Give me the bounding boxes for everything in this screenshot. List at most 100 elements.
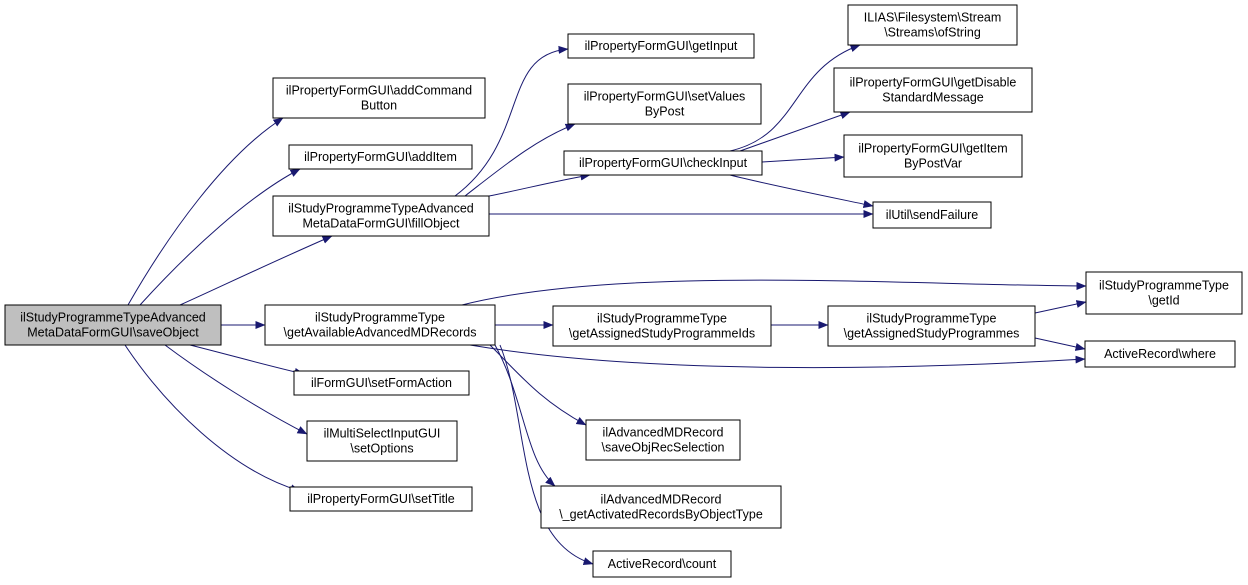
edge-root-to-add-item [139,168,301,306]
node-label-line: ilPropertyFormGUI\addCommand [286,84,472,98]
node-streams-of-string[interactable]: ILIAS\Filesystem\Stream\Streams\ofString [847,4,1018,46]
node-box [288,144,473,170]
node-label-line: ilFormGUI\setFormAction [311,376,452,390]
node-check-input[interactable]: ilPropertyFormGUI\checkInput [563,150,763,176]
node-box [293,370,470,396]
node-box [272,77,486,119]
node-label-line: \getAvailableAdvancedMDRecords [284,326,477,340]
node-box [1084,340,1236,368]
edge-root-to-set-form-action [189,344,305,376]
node-label-line: ilStudyProgrammeType [867,312,997,326]
edge-check-input-to-get-item-by-post-var [761,153,845,163]
node-label-line: MetaDataFormGUI\saveObject [27,326,199,340]
node-box [827,305,1036,347]
node-label-line: ilStudyProgrammeType [597,312,727,326]
node-set-options[interactable]: ilMultiSelectInputGUI\setOptions [306,420,458,462]
node-label-line: StandardMessage [882,91,984,105]
node-box [306,420,458,462]
node-label-line: \setOptions [350,442,413,456]
edge-get-assigned-programmes-to-active-record-where [1034,337,1086,351]
edge-get-available-records-to-active-record-where [469,344,1086,369]
node-label-line: \getAssignedStudyProgrammeIds [569,327,755,341]
edges-layer [124,44,1087,566]
node-box [833,67,1033,113]
node-get-assigned-programmes[interactable]: ilStudyProgrammeType\getAssignedStudyPro… [827,305,1036,347]
node-label-line: Button [361,99,397,113]
node-label-line: ilPropertyFormGUI\checkInput [579,156,748,170]
edge-get-available-records-to-get-id [461,279,1087,306]
edge-root-to-set-options [164,344,308,435]
node-get-available-records[interactable]: ilStudyProgrammeType\getAvailableAdvance… [264,304,496,346]
node-box [4,304,222,346]
node-label-line: ilAdvancedMDRecord [603,426,724,440]
node-box [567,33,755,59]
node-label-line: ilPropertyFormGUI\getInput [585,39,738,53]
node-get-assigned-ids[interactable]: ilStudyProgrammeType\getAssignedStudyPro… [552,305,772,347]
node-box [552,305,772,347]
node-box [563,150,763,176]
edge-root-to-set-title [124,344,301,493]
node-box [289,486,473,512]
node-save-obj-rec-selection[interactable]: ilAdvancedMDRecord\saveObjRecSelection [585,419,741,461]
node-label-line: ilStudyProgrammeTypeAdvanced [20,311,206,325]
node-label-line: ilStudyProgrammeType [1099,279,1229,293]
nodes-layer: ilStudyProgrammeTypeAdvancedMetaDataForm… [4,4,1243,578]
node-label-line: ilUtil\sendFailure [886,208,978,222]
node-box [592,550,732,578]
edge-get-assigned-programmes-to-get-id [1034,300,1087,314]
node-get-input[interactable]: ilPropertyFormGUI\getInput [567,33,755,59]
node-set-title[interactable]: ilPropertyFormGUI\setTitle [289,486,473,512]
node-label-line: ActiveRecord\count [608,557,717,571]
node-label-line: \_getActivatedRecordsByObjectType [559,508,763,522]
edge-check-input-to-send-failure [729,174,874,208]
node-label-line: ilPropertyFormGUI\getDisable [850,76,1017,90]
node-box [872,201,992,229]
node-label-line: ilStudyProgrammeType [315,311,445,325]
node-add-item[interactable]: ilPropertyFormGUI\addItem [288,144,473,170]
node-label-line: ILIAS\Filesystem\Stream [864,11,1002,25]
node-label-line: MetaDataFormGUI\fillObject [303,217,461,231]
edge-root-to-fill-object [179,235,333,306]
node-label-line: ilAdvancedMDRecord [601,493,722,507]
node-active-record-where[interactable]: ActiveRecord\where [1084,340,1236,368]
node-box [567,83,762,125]
node-active-record-count[interactable]: ActiveRecord\count [592,550,732,578]
node-set-form-action[interactable]: ilFormGUI\setFormAction [293,370,470,396]
edge-fill-object-to-set-values-by-post [464,123,576,197]
node-label-line: \Streams\ofString [884,26,981,40]
node-label-line: \saveObjRecSelection [602,441,725,455]
node-box [585,419,741,461]
edge-fill-object-to-check-input [488,172,591,197]
node-box [264,304,496,346]
node-label-line: ByPost [645,105,685,119]
edge-check-input-to-streams-of-string [729,44,861,152]
node-label-line: \getAssignedStudyProgrammes [844,327,1020,341]
edge-get-available-records-to-get-activated-records [494,344,556,487]
edge-root-to-add-command-button [127,117,284,306]
node-label-line: ilPropertyFormGUI\addItem [304,150,457,164]
node-box [843,134,1023,178]
node-get-activated-records[interactable]: ilAdvancedMDRecord\_getActivatedRecordsB… [540,485,782,529]
node-label-line: ilPropertyFormGUI\setValues [584,90,746,104]
node-box [540,485,782,529]
node-label-line: \getId [1148,294,1179,308]
edge-get-available-records-to-active-record-count [499,344,594,566]
edge-fill-object-to-get-input [454,45,569,197]
node-label-line: ilStudyProgrammeTypeAdvanced [288,202,474,216]
node-get-id[interactable]: ilStudyProgrammeType\getId [1085,271,1243,315]
node-box [847,4,1018,46]
node-fill-object[interactable]: ilStudyProgrammeTypeAdvancedMetaDataForm… [272,195,490,237]
node-box [1085,271,1243,315]
node-label-line: ilPropertyFormGUI\setTitle [307,492,455,506]
node-get-disable-standard-message[interactable]: ilPropertyFormGUI\getDisableStandardMess… [833,67,1033,113]
node-root[interactable]: ilStudyProgrammeTypeAdvancedMetaDataForm… [4,304,222,346]
node-label-line: ActiveRecord\where [1104,347,1216,361]
node-label-line: ilMultiSelectInputGUI [324,427,441,441]
node-send-failure[interactable]: ilUtil\sendFailure [872,201,992,229]
node-label-line: ByPostVar [904,157,962,171]
node-label-line: ilPropertyFormGUI\getItem [858,142,1007,156]
